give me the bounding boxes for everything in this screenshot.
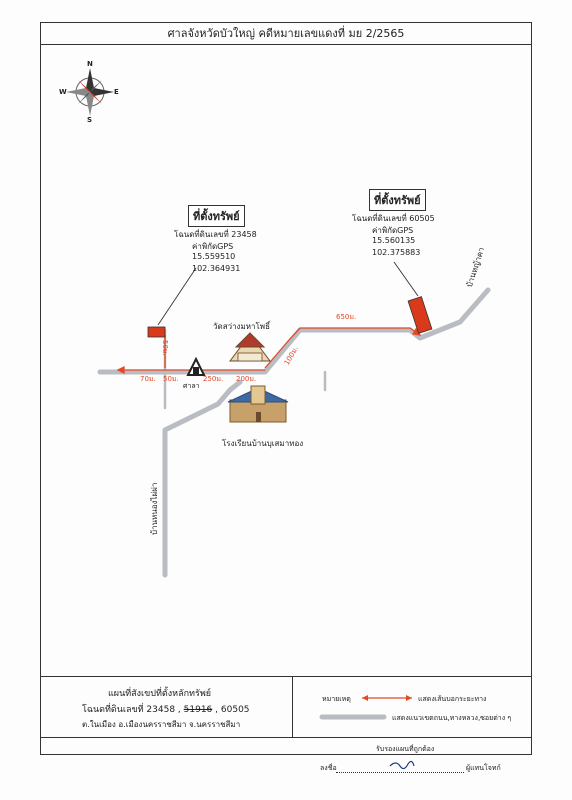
distance-70: 70ม. (140, 375, 156, 383)
footer-deeds-prefix: โฉนดที่ดินเลขที่ 23458 , (82, 705, 181, 715)
pointer-line-2 (393, 261, 419, 297)
legend-gray-text: แสดงแนวเขตถนน,ทางหลวง,ซอยต่าง ๆ (392, 714, 512, 722)
property-marker-23458 (147, 326, 166, 338)
legend-note: หมายเหตุ (322, 695, 351, 703)
property2-gps-label: ค่าพิกัดGPS (372, 226, 414, 235)
footer-divider (40, 676, 532, 677)
distance-50: 50ม. (163, 375, 179, 383)
signature-scribble (389, 760, 415, 770)
legend-red-line-icon (362, 695, 412, 701)
compass-e: E (114, 88, 119, 96)
footer-deeds: โฉนดที่ดินเลขที่ 23458 , 51916 , 60505 (82, 702, 250, 716)
sala-icon (186, 356, 206, 376)
compass-w: W (59, 88, 67, 96)
property2-deed: โฉนดที่ดินเลขที่ 60505 (352, 214, 435, 223)
village-south-label: บ้านหนองไผ่ผ่า (150, 482, 159, 535)
pointer-line-1 (157, 267, 197, 326)
school-icon (227, 385, 289, 423)
distance-50-vertical: 50ม. (161, 340, 169, 356)
property2-title: ที่ตั้งทรัพย์ (369, 189, 426, 211)
property1-title: ที่ตั้งทรัพย์ (188, 205, 245, 227)
property2-lat: 15.560135 (372, 236, 416, 245)
property1-lon: 102.364931 (192, 264, 241, 273)
signature-line (336, 763, 464, 773)
property-marker-60505 (407, 296, 433, 334)
distance-650: 650ม. (336, 313, 357, 321)
road-south (162, 379, 243, 578)
footer-location: ต.ในเมือง อ.เมืองนครราชสีมา จ.นครราชสีมา (82, 720, 241, 729)
compass-s: S (87, 116, 93, 124)
property1-gps-label: ค่าพิกัดGPS (192, 242, 234, 251)
page-title: ศาลจังหวัดบัวใหญ่ คดีหมายเลขแดงที่ มย 2/… (40, 22, 532, 45)
school-label: โรงเรียนบ้านบุเสมาทอง (222, 439, 304, 448)
sala-label: ศาลา (183, 382, 200, 390)
property2-lon: 102.375883 (372, 248, 421, 257)
footer-bottom-divider (40, 737, 532, 738)
map-frame (40, 22, 532, 755)
sign-label: ลงชื่อ (320, 764, 337, 772)
distance-200: 200ม. (236, 375, 257, 383)
temple-label: วัดสว่างมหาโพธิ์ (213, 322, 270, 331)
footer-vertical-divider (292, 676, 293, 737)
temple-icon (229, 332, 271, 362)
distance-250: 250ม. (203, 375, 224, 383)
compass-icon (66, 68, 114, 116)
footer-deed-last: , 60505 (215, 705, 250, 715)
certify-text: รับรองแผนที่ถูกต้อง (376, 745, 435, 753)
footer-title: แผนที่สังเขปที่ตั้งหลักทรัพย์ (108, 689, 212, 699)
road-main (97, 287, 491, 375)
sign-role: ผู้แทนโจทก์ (466, 764, 501, 772)
distance-lines (116, 327, 422, 375)
legend-red-text: แสดงเส้นบอกระยะทาง (418, 695, 487, 703)
compass-n: N (87, 60, 93, 68)
property1-lat: 15.559510 (192, 252, 236, 261)
page-title-text: ศาลจังหวัดบัวใหญ่ คดีหมายเลขแดงที่ มย 2/… (167, 27, 405, 40)
property1-deed: โฉนดที่ดินเลขที่ 23458 (174, 230, 257, 239)
footer-deed-struck: 51916 (183, 705, 213, 715)
